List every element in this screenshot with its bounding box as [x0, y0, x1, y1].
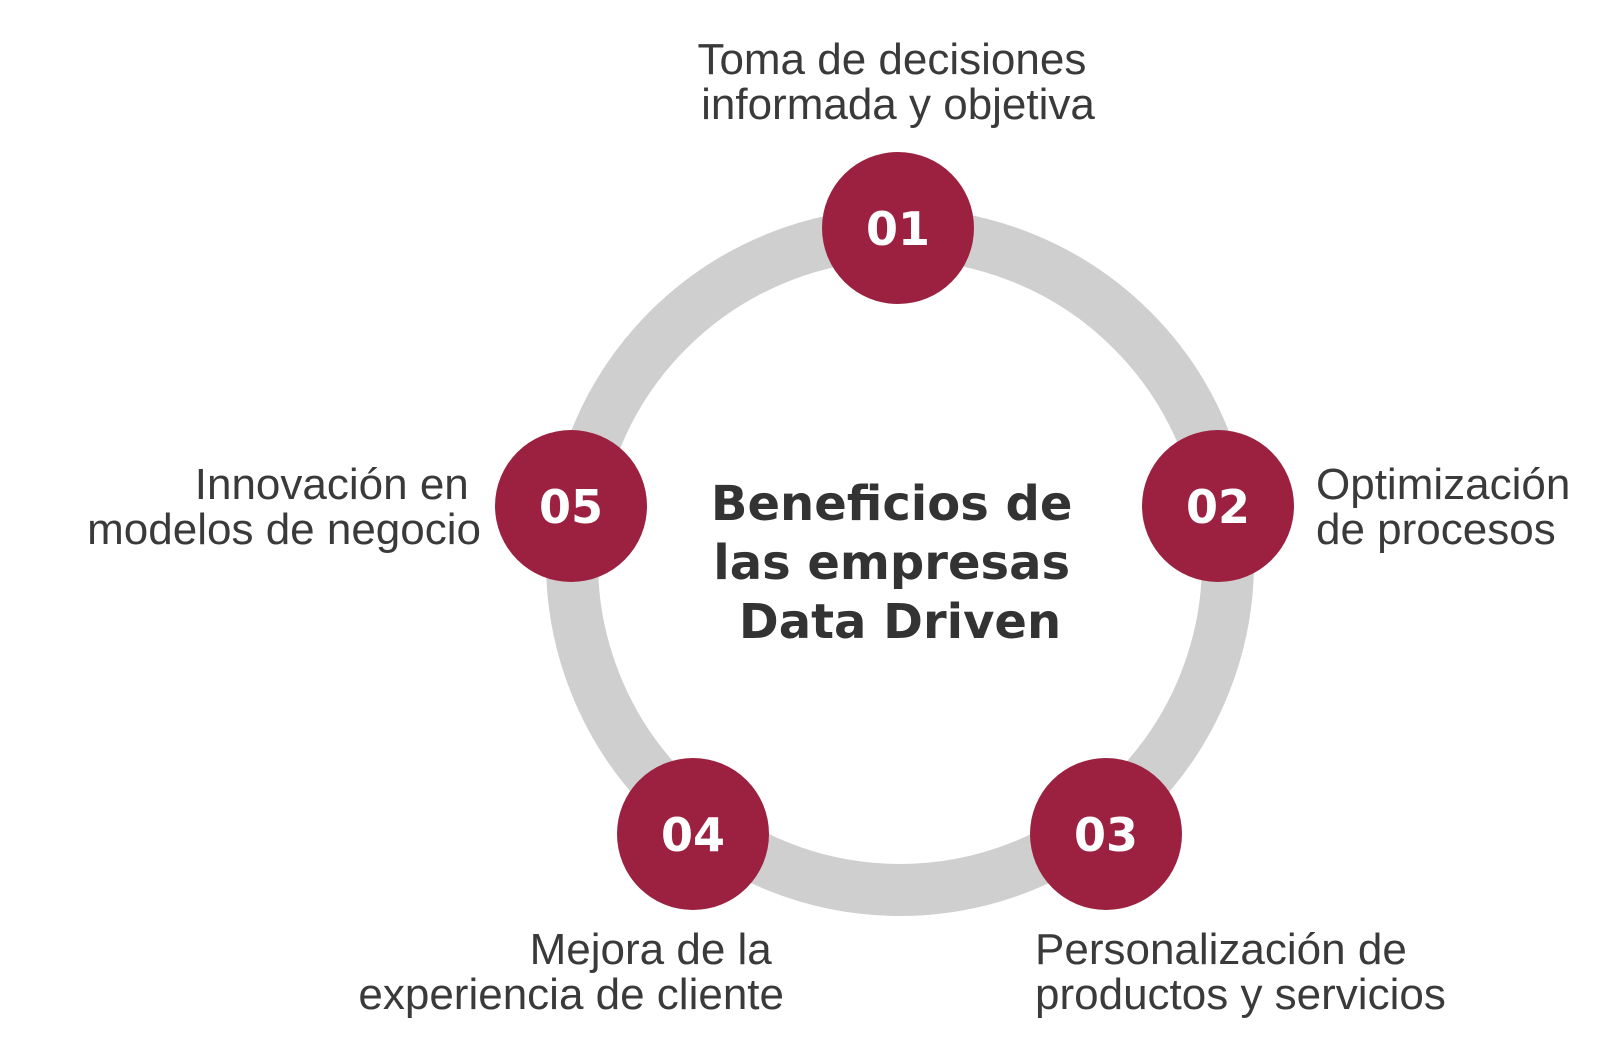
step-number: 05	[539, 480, 603, 534]
diagram-title: Beneficios de las empresas Data Driven	[711, 476, 1089, 650]
step-number: 04	[661, 808, 725, 862]
step-label: Mejora de la experiencia de cliente	[358, 925, 784, 1019]
step-badge	[1030, 758, 1182, 910]
step-badge	[822, 152, 974, 304]
step-label: Personalización de productos y servicios	[1035, 925, 1446, 1019]
step-03: 03 Personalización de productos y servic…	[1030, 758, 1446, 1019]
title-line-3: Data Driven	[739, 594, 1061, 650]
step-04: 04 Mejora de la experiencia de cliente	[358, 758, 784, 1019]
step-number: 01	[866, 202, 930, 256]
step-number: 03	[1074, 808, 1138, 862]
title-line-1: Beneficios de	[711, 476, 1073, 532]
step-01: 01 Toma de decisiones informada y objeti…	[697, 35, 1098, 304]
step-badge	[617, 758, 769, 910]
step-badge	[495, 430, 647, 582]
step-label: Innovación en modelos de negocio	[87, 460, 481, 554]
step-label: Optimización de procesos	[1316, 460, 1583, 554]
step-label: Toma de decisiones informada y objetiva	[697, 35, 1098, 129]
title-line-2: las empresas	[713, 535, 1070, 591]
step-02: 02 Optimización de procesos	[1142, 430, 1583, 582]
step-number: 02	[1186, 480, 1250, 534]
step-05: 05 Innovación en modelos de negocio	[87, 430, 647, 582]
step-badge	[1142, 430, 1294, 582]
